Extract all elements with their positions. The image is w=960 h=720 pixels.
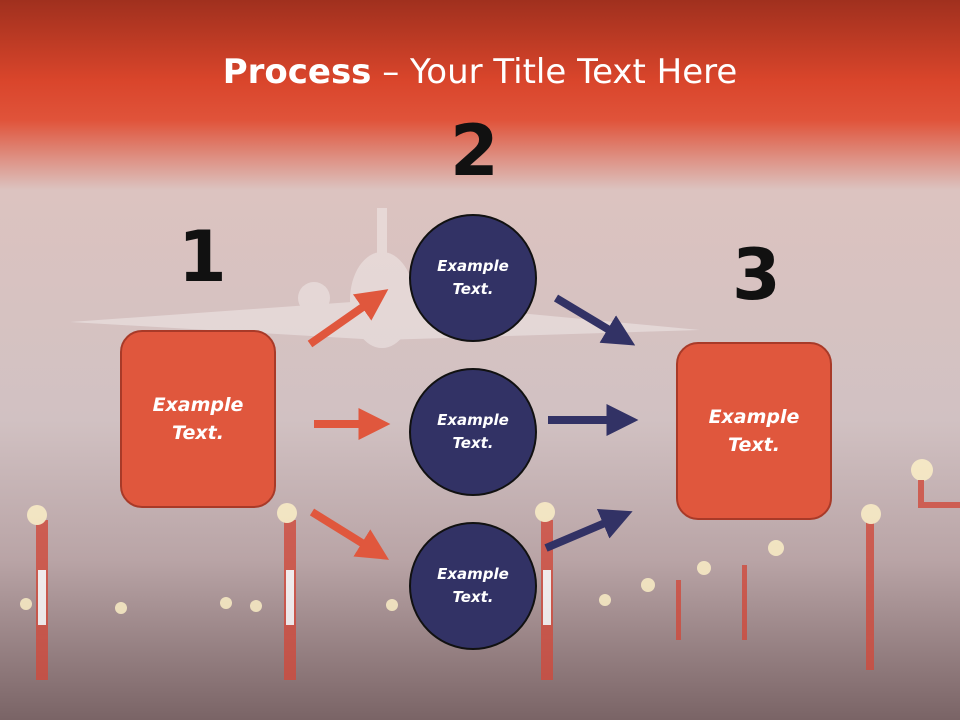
circle-top-text: Example Text.	[437, 256, 509, 298]
title-rest: – Your Title Text Here	[371, 52, 738, 92]
step-number-3: 3	[732, 234, 781, 316]
circle-middle-text: Example Text.	[437, 410, 509, 452]
slide-title: Process – Your Title Text Here	[0, 52, 960, 92]
step-2-circle-middle: Example Text.	[409, 368, 537, 496]
step-number-2: 2	[450, 110, 499, 192]
runway-lights	[20, 459, 960, 680]
airplane-engine	[298, 282, 330, 314]
title-bold: Process	[222, 52, 372, 92]
step-number-1: 1	[178, 216, 227, 298]
step-2-circle-bottom: Example Text.	[409, 522, 537, 650]
step-1-text: Example Text.	[152, 393, 244, 445]
airplane-tail	[377, 208, 387, 298]
step-1-box: Example Text.	[120, 330, 276, 508]
step-3-text: Example Text.	[708, 405, 800, 457]
step-2-circle-top: Example Text.	[409, 214, 537, 342]
step-3-box: Example Text.	[676, 342, 832, 520]
circle-bottom-text: Example Text.	[437, 564, 509, 606]
